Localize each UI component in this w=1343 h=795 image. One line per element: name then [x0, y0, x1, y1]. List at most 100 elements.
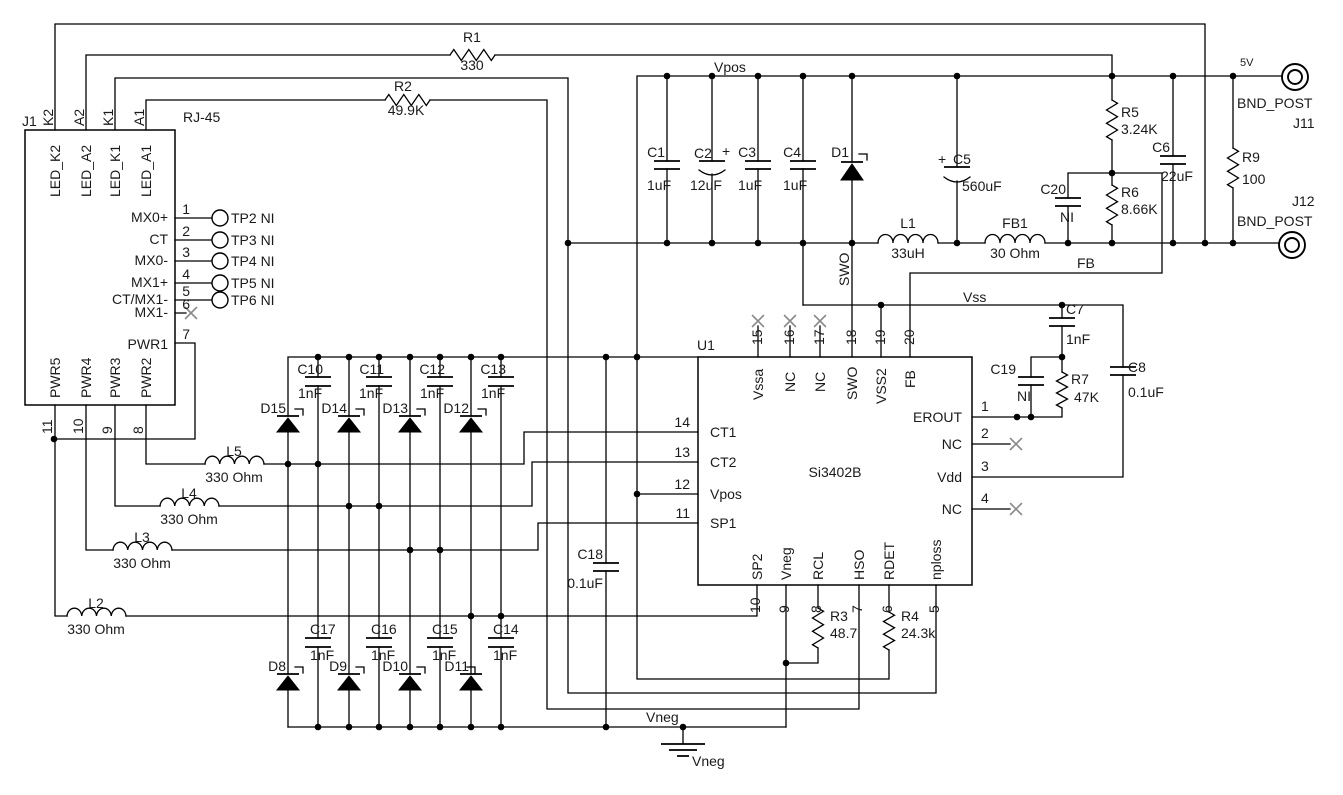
net-fb-label: FB [1077, 255, 1095, 271]
wire-l3-sp1 [85, 404, 699, 551]
fb1-ref-label: FB1 [1002, 215, 1028, 231]
net-vss-label: Vss [963, 289, 986, 305]
j12-ref-label: J12 [1292, 193, 1315, 209]
c15-val-label: 1nF [432, 647, 456, 663]
u1-sp1-label: SP1 [710, 515, 737, 531]
diode-d14 [336, 408, 365, 433]
tp6-circle [211, 291, 229, 309]
c4-val-label: 1uF [783, 177, 807, 193]
c8-val-label: 0.1uF [1128, 384, 1164, 400]
capacitor-c14 [488, 637, 514, 648]
j1-pin4-number: 4 [182, 266, 190, 282]
capacitor-c17 [305, 637, 331, 648]
wire-led-a2-r1 [85, 54, 1113, 131]
u1-part-label: Si3402B [809, 464, 862, 480]
j1-pwr5-label: PWR5 [47, 357, 63, 398]
l5-val-label: 330 Ohm [205, 469, 263, 485]
c13-val-label: 1nF [481, 385, 505, 401]
resistor-r5 [1105, 99, 1119, 141]
net-vpos-label: Vpos [714, 59, 746, 75]
u1-erout-label: EROUT [913, 409, 962, 425]
resistor-r9 [1226, 147, 1240, 189]
u1-fb-label: FB [902, 370, 918, 388]
c14-ref-label: C14 [493, 621, 519, 637]
tp4-label: TP4 NI [231, 253, 275, 269]
r5-val-label: 3.24K [1121, 121, 1158, 137]
j1-pin2-number: 2 [182, 223, 190, 239]
u1-pin10-number: 10 [747, 597, 763, 613]
u1-pin19-number: 19 [872, 329, 888, 345]
capacitor-c20 [1055, 197, 1081, 207]
gnd-vneg-label: Vneg [692, 753, 725, 769]
u1-nc16-label: NC [782, 372, 798, 392]
r7-val-label: 47K [1074, 389, 1100, 405]
c2-ref-label: C2 [694, 145, 712, 161]
ferrite-bead-fb1 [984, 233, 1046, 244]
l5-ref-label: L5 [226, 443, 242, 459]
capacitor-c12 [427, 376, 453, 387]
c13-ref-label: C13 [480, 361, 506, 377]
j1-mx0p-label: MX0+ [131, 209, 168, 225]
wire-input-caps [666, 75, 958, 358]
capacitor-c6 [1160, 155, 1186, 165]
j12-type-label: BND_POST [1237, 213, 1313, 229]
r4-val-label: 24.3k [901, 625, 936, 641]
wire-l2-sp2 [54, 404, 758, 617]
capacitor-c11 [366, 376, 392, 387]
c5-ref-label: C5 [953, 151, 971, 167]
u1-swo-label: SWO [844, 366, 860, 400]
j11-ref-label: J11 [1293, 115, 1315, 131]
wire-u1-top-nc [757, 325, 821, 358]
j1-led-k2-label: LED_K2 [47, 145, 63, 197]
tp4-circle [211, 252, 229, 270]
l2-val-label: 330 Ohm [67, 621, 125, 637]
j1-pin11-number: 11 [39, 419, 55, 434]
c12-val-label: 1nF [420, 385, 444, 401]
capacitor-c4 [790, 160, 816, 170]
j1-pwr3-label: PWR3 [107, 357, 123, 398]
j1-pin5-number: 5 [182, 283, 190, 299]
x-icon-pin4 [1009, 502, 1023, 516]
inductor-l4 [159, 497, 220, 507]
binding-post-j12 [1278, 231, 1306, 259]
wire-erout-node [971, 304, 1063, 418]
j1-pin7-number: 7 [182, 326, 190, 342]
j1-pwr1-label: PWR1 [128, 336, 169, 352]
junction-dots [50, 72, 1237, 731]
r2-ref-label: R2 [394, 78, 412, 94]
c1-val-label: 1uF [647, 177, 671, 193]
fb1-val-label: 30 Ohm [990, 245, 1040, 261]
x-icon-pin17 [813, 314, 827, 328]
diode-d13 [397, 408, 426, 433]
d8-ref-label: D8 [268, 658, 286, 674]
tp5-circle [211, 274, 229, 292]
tp2-label: TP2 NI [231, 210, 275, 226]
d1-ref-label: D1 [831, 144, 849, 160]
c7-ref-label: C7 [1066, 301, 1084, 317]
x-icon-mx1m [184, 306, 198, 320]
tp5-label: TP5 NI [231, 275, 275, 291]
u1-nc2-label: NC [942, 436, 962, 452]
c19-ref-label: C19 [990, 361, 1016, 377]
l4-val-label: 330 Ohm [160, 511, 218, 527]
x-icon-pin15 [751, 314, 765, 328]
j11-type-label: BND_POST [1237, 95, 1313, 111]
x-icon-pin2 [1009, 437, 1023, 451]
r3-ref-label: R3 [830, 608, 848, 624]
u1-pin13-number: 13 [674, 444, 690, 460]
u1-pin3-number: 3 [981, 458, 989, 474]
resistor-r2 [384, 93, 431, 107]
net-5v-label: 5V [1240, 57, 1254, 69]
inductor-l2 [66, 607, 127, 617]
wire-rj45-right-pins [53, 217, 213, 440]
c16-val-label: 1nF [371, 647, 395, 663]
r2-val-label: 49.9K [388, 102, 425, 118]
wire-led-k2 [54, 23, 1206, 244]
wires [53, 23, 1283, 745]
l1-val-label: 33uH [891, 245, 924, 261]
d14-ref-label: D14 [321, 400, 347, 416]
d9-ref-label: D9 [329, 658, 347, 674]
capacitor-c19 [1018, 376, 1044, 386]
